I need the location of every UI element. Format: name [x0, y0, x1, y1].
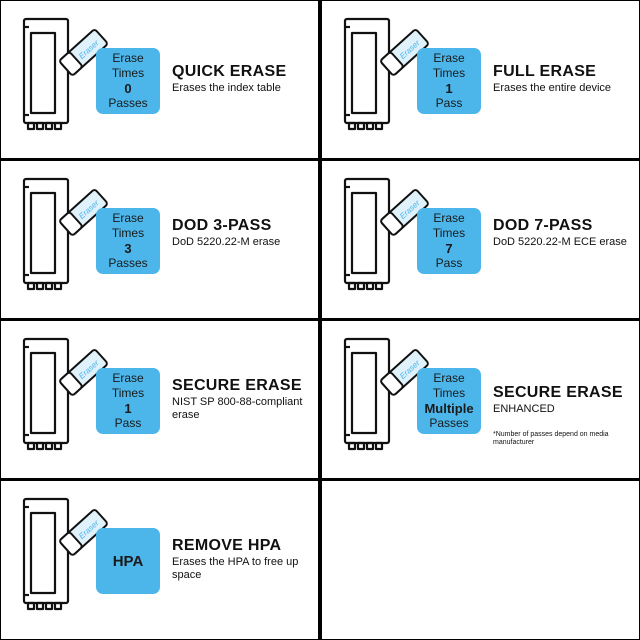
ssd-eraser-icon: Eraser [22, 17, 108, 131]
badge-line: Erase [112, 211, 144, 225]
mode-title: SECURE ERASE [172, 377, 302, 394]
mode-title: DOD 3-PASS [172, 217, 272, 234]
mode-footnote: *Number of passes depend on media manufa… [493, 431, 609, 446]
badge-line: Times [432, 226, 466, 240]
badge-line: Erase [433, 51, 465, 65]
drive-icon-wrap: Eraser [342, 175, 432, 295]
mode-description: Erases the index table [172, 82, 281, 94]
ssd-eraser-icon: Eraser [22, 497, 108, 611]
mode-title: DOD 7-PASS [493, 217, 593, 234]
erase-mode-cell: Eraser HPA REMOVE HPA Erases the HPA to fr… [1, 481, 318, 639]
mode-description: DoD 5220.22-M erase [172, 236, 281, 248]
badge-line: 7 [445, 241, 453, 256]
drive-icon-wrap: Eraser [21, 175, 111, 295]
badge-line: Times [111, 66, 145, 80]
ssd-eraser-icon: Eraser [22, 337, 108, 451]
badge-line: Pass [435, 96, 463, 110]
mode-description: ENHANCED [493, 403, 555, 415]
ssd-eraser-icon: Eraser [343, 177, 429, 291]
drive-icon-wrap: Eraser [342, 335, 432, 455]
badge-line: 1 [445, 81, 453, 96]
drive-icon-wrap: Eraser [21, 15, 111, 135]
mode-description: NIST SP 800-88-compliant erase [172, 396, 303, 421]
badge-line: Erase [112, 371, 144, 385]
erase-times-badge: HPA [96, 528, 160, 594]
drive-icon-wrap: Eraser [342, 15, 432, 135]
badge-line: HPA [112, 552, 144, 570]
ssd-eraser-icon: Eraser [343, 337, 429, 451]
badge-line: Erase [112, 51, 144, 65]
mode-description: Erases the entire device [493, 82, 612, 94]
badge-line: 0 [124, 81, 132, 96]
drive-icon-wrap: Eraser [21, 495, 111, 615]
mode-title: FULL ERASE [493, 63, 597, 80]
badge-line: Erase [433, 371, 465, 385]
badge-line: Passes [108, 96, 148, 110]
mode-description: Erases the HPA to free up space [172, 556, 299, 581]
mode-description: DoD 5220.22-M ECE erase [493, 236, 627, 248]
badge-line: Erase [433, 211, 465, 225]
badge-line: Multiple [424, 401, 474, 416]
badge-line: 1 [124, 401, 132, 416]
badge-line: Times [432, 386, 466, 400]
badge-line: Times [111, 386, 145, 400]
badge-line: Pass [435, 256, 463, 270]
badge-line: Pass [114, 416, 142, 430]
erase-mode-cell [322, 481, 639, 639]
badge-line: Times [432, 66, 466, 80]
drive-icon-wrap: Eraser [21, 335, 111, 455]
badge-line: Times [111, 226, 145, 240]
mode-title: SECURE ERASE [493, 384, 623, 401]
badge-line: Passes [108, 256, 148, 270]
mode-title: REMOVE HPA [172, 537, 282, 554]
mode-title: QUICK ERASE [172, 63, 287, 80]
badge-line: Passes [429, 416, 469, 430]
ssd-eraser-icon: Eraser [22, 177, 108, 291]
ssd-eraser-icon: Eraser [343, 17, 429, 131]
badge-line: 3 [124, 241, 132, 256]
